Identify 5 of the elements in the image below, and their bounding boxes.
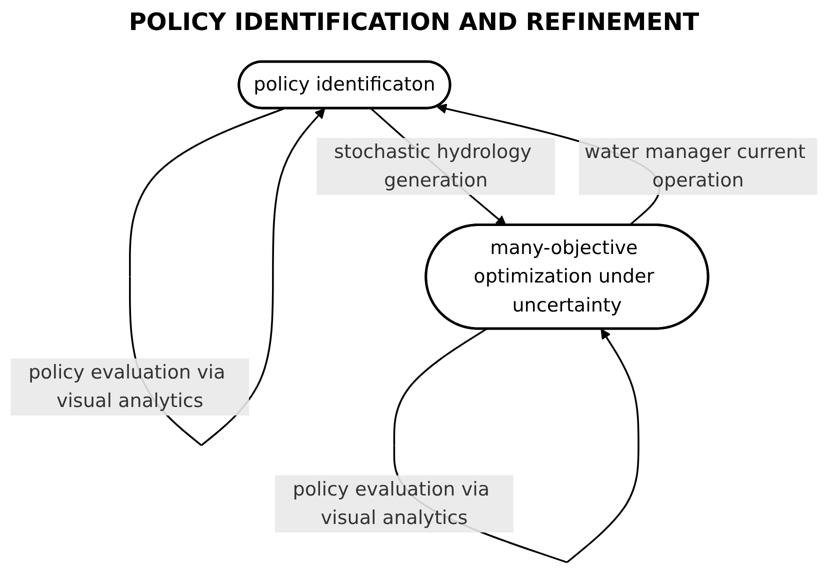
diagram-title: POLICY IDENTIFICATION AND REFINEMENT (128, 8, 700, 36)
edge-label: water manager current operation (584, 140, 806, 191)
edge-label: policy evaluation via visual analytics (28, 360, 226, 412)
edge-label: policy evaluation via visual analytics (292, 477, 490, 528)
edge-label: stochastic hydrology generation (334, 140, 532, 191)
